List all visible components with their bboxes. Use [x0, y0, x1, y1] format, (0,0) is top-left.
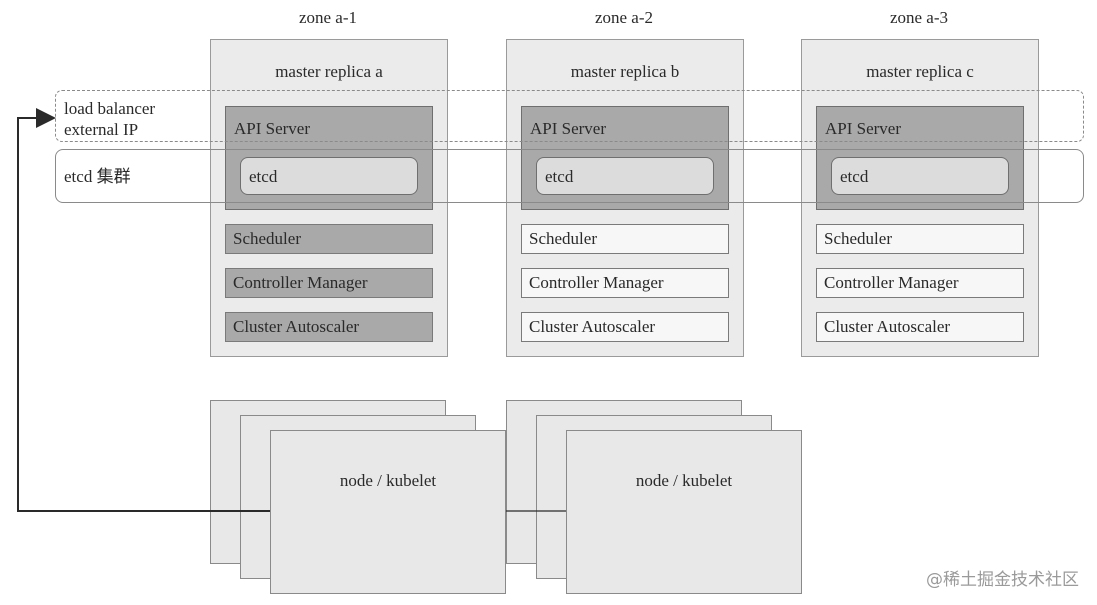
controller-manager-box: Controller Manager	[521, 268, 729, 298]
master-replica-c: master replica c API Server etcd Schedul…	[801, 39, 1039, 357]
etcd-cluster-band: etcd 集群	[55, 149, 1084, 203]
watermark: @稀土掘金技术社区	[926, 570, 1079, 590]
load-balancer-band: load balancer external IP	[55, 90, 1084, 142]
zone-label-a2: zone a-2	[594, 8, 654, 27]
etcd-box: etcd	[240, 157, 418, 195]
node-card-front: node / kubelet	[566, 430, 802, 594]
api-server-label: API Server	[825, 119, 902, 138]
api-server-box: API Server etcd	[225, 106, 433, 210]
etcd-label: etcd	[840, 167, 869, 186]
etcd-box: etcd	[831, 157, 1009, 195]
scheduler-box: Scheduler	[225, 224, 433, 254]
controller-manager-box: Controller Manager	[225, 268, 433, 298]
node-kubelet-label: node / kubelet	[635, 471, 733, 490]
api-server-box: API Server etcd	[521, 106, 729, 210]
etcd-cluster-label: etcd 集群	[64, 167, 131, 186]
master-title: master replica b	[570, 62, 680, 81]
cluster-autoscaler-box: Cluster Autoscaler	[521, 312, 729, 342]
zone-label-a1: zone a-1	[298, 8, 358, 27]
etcd-label: etcd	[249, 167, 278, 186]
master-replica-a: master replica a API Server etcd Schedul…	[210, 39, 448, 357]
api-server-label: API Server	[530, 119, 607, 138]
scheduler-box: Scheduler	[521, 224, 729, 254]
node-to-load-balancer-arrow	[17, 108, 270, 512]
etcd-box: etcd	[536, 157, 714, 195]
cluster-autoscaler-box: Cluster Autoscaler	[816, 312, 1024, 342]
load-balancer-line1: load balancer	[64, 99, 156, 118]
master-title: master replica a	[275, 62, 383, 81]
node-card-front: node / kubelet	[270, 430, 506, 594]
zone-label-a3: zone a-3	[889, 8, 949, 27]
master-title: master replica c	[866, 62, 974, 81]
master-replica-b: master replica b API Server etcd Schedul…	[506, 39, 744, 357]
cluster-autoscaler-box: Cluster Autoscaler	[225, 312, 433, 342]
load-balancer-label: load balancer external IP	[64, 98, 155, 140]
node-kubelet-label: node / kubelet	[339, 471, 437, 490]
api-server-box: API Server etcd	[816, 106, 1024, 210]
controller-manager-box: Controller Manager	[816, 268, 1024, 298]
etcd-label: etcd	[545, 167, 574, 186]
scheduler-box: Scheduler	[816, 224, 1024, 254]
load-balancer-line2: external IP	[64, 120, 139, 139]
api-server-label: API Server	[234, 119, 311, 138]
